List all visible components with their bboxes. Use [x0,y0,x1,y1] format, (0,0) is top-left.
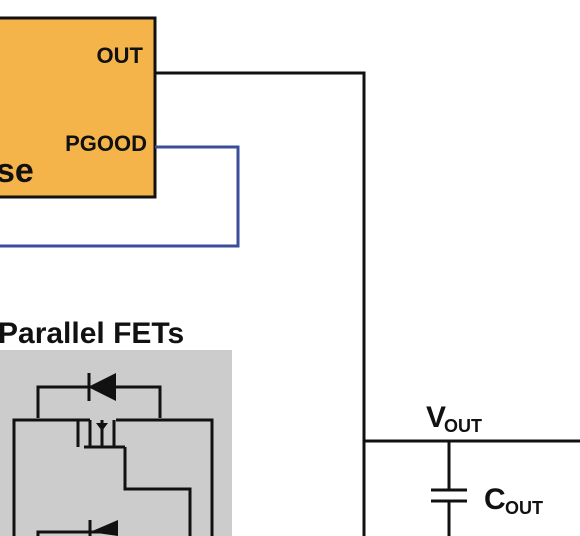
pin-pgood-label: PGOOD [65,131,147,156]
svg-text:C: C [484,483,506,516]
svg-text:OUT: OUT [505,498,543,518]
out-wire [155,71,366,536]
cout-capacitor [431,441,467,536]
controller-label-fragment: se [0,152,34,190]
controller-block [0,16,157,199]
parallel-fets-title: Parallel FETs [0,317,184,350]
svg-text:OUT: OUT [444,416,482,436]
fet-circuit [12,373,214,536]
pin-out-label: OUT [97,43,144,68]
svg-text:V: V [426,401,446,434]
pgood-wire [0,145,240,248]
